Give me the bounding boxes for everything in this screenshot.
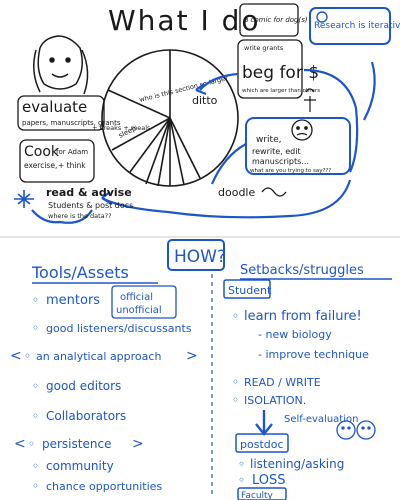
cook-heading: Cook: [24, 144, 60, 160]
tools-bullet-7: ◦: [32, 459, 39, 473]
research-note: Research is iterative: [314, 21, 400, 31]
faculty-box: [237, 487, 287, 500]
setback-bullet-1: ◦: [232, 309, 239, 323]
learn-from-failure: learn from failure!: [244, 309, 362, 324]
new-biology: - new biology: [258, 328, 332, 341]
tools-bullet-4: ◦: [32, 379, 39, 393]
top-sketch-drawing: What I do a comic for dog(s) Research is…: [14, 3, 400, 224]
pie-ditto: ditto: [192, 94, 218, 107]
self-evaluation: Self-evaluation: [284, 414, 358, 425]
tool-item-4: good editors: [46, 379, 121, 393]
cook-box: [19, 139, 95, 183]
comic-note: a comic for dog(s): [244, 16, 308, 24]
blue-star-icon: [14, 190, 34, 208]
plant-icon: [304, 88, 316, 112]
cook-breaks: + breaks + meals: [92, 124, 151, 132]
tool-item-8: chance opportunities: [46, 480, 162, 493]
writing-line-4: what are you trying to say???: [250, 168, 331, 174]
setback-bullet-4: ◦: [238, 457, 245, 471]
how-box: [167, 239, 225, 271]
beg-for-box: [237, 39, 303, 99]
writing-line-1: write,: [256, 135, 282, 145]
cook-think: + think: [58, 161, 86, 170]
bottom-sketch-panel: HOW? Tools/Assets ◦ mentors official uno…: [0, 238, 400, 500]
tools-bullet-2: ◦: [32, 321, 39, 335]
beg-for-note: which are larger than others: [242, 88, 320, 94]
faculty-label: Faculty: [241, 491, 274, 500]
tool-item-7: community: [46, 459, 114, 473]
students-note: Students & post docs: [48, 201, 133, 210]
tools-bracket-6: <: [14, 436, 26, 452]
tool-item-6: persistence: [42, 437, 111, 451]
postdoc-box: [235, 433, 289, 453]
panel-divider: [0, 236, 400, 238]
student-label: Student: [228, 284, 272, 297]
isolation: ISOLATION.: [244, 394, 306, 407]
evaluate-box: [17, 95, 105, 131]
setback-bullet-3: ◦: [232, 393, 239, 407]
setback-bullet-5: ◦: [238, 473, 245, 487]
tools-bullet-1: ◦: [32, 293, 39, 307]
research-note-box: [309, 7, 391, 45]
tools-bullet-3: ◦: [24, 349, 31, 363]
bottom-sketch-drawing: HOW? Tools/Assets ◦ mentors official uno…: [10, 239, 392, 500]
beg-for-heading: beg for $: [242, 63, 319, 83]
read-advise: read & advise: [46, 186, 132, 199]
research-face-icon: [316, 11, 328, 23]
write-grants: write grants: [244, 44, 284, 52]
writing-box: [245, 117, 351, 175]
writer-face-icon: [291, 119, 313, 141]
tools-bullet-5: ◦: [32, 409, 39, 423]
title: What I do: [108, 4, 261, 37]
postdoc-label: postdoc: [240, 438, 284, 451]
read-write: READ / WRITE: [244, 376, 321, 389]
comic-note-box: [239, 3, 299, 37]
where-data: where is the data??: [48, 212, 112, 220]
time-pie-chart: [101, 49, 239, 187]
tool-item-3: an analytical approach: [36, 350, 161, 363]
tools-bullet-8: ◦: [32, 479, 39, 493]
setback-bullet-2: ◦: [232, 375, 239, 389]
portrait-icon: [33, 35, 89, 95]
faces-doodle-icon: [336, 420, 376, 440]
down-arrow-icon: [255, 410, 273, 436]
research-iteration-arrows: [31, 61, 376, 224]
tools-heading: Tools/Assets: [31, 263, 129, 282]
student-box: [223, 279, 271, 299]
evaluate-heading: evaluate: [22, 98, 87, 116]
loss: LOSS: [252, 473, 286, 488]
writing-line-2: rewrite, edit: [252, 147, 301, 156]
tool-item-5: Collaborators: [46, 409, 126, 423]
improve-technique: - improve technique: [258, 348, 369, 361]
cook-detail: for Adam: [56, 148, 88, 156]
tool-item-1: mentors: [46, 293, 100, 308]
writing-line-3: manuscripts...: [252, 157, 309, 166]
tools-bullet-6: ◦: [28, 437, 35, 451]
doodle-swirl-icon: [261, 187, 287, 197]
evaluate-detail: papers, manuscripts, grants: [22, 119, 121, 127]
cook-exercise: exercise,: [24, 161, 57, 170]
tools-bracket-6-end: >: [132, 436, 144, 452]
listening-asking: listening/asking: [250, 457, 344, 471]
mentor-types-box: [111, 285, 177, 319]
setbacks-heading: Setbacks/struggles: [240, 263, 364, 278]
tools-bracket-3-end: >: [186, 348, 198, 364]
doodle-label: doodle: [218, 186, 255, 199]
top-sketch-panel: What I do a comic for dog(s) Research is…: [0, 0, 400, 237]
mentor-official: official: [120, 292, 153, 303]
mentor-unofficial: unofficial: [116, 305, 162, 316]
how-heading: HOW?: [174, 247, 226, 267]
tools-bracket-3: <: [10, 348, 22, 364]
tool-item-2: good listeners/discussants: [46, 322, 192, 335]
